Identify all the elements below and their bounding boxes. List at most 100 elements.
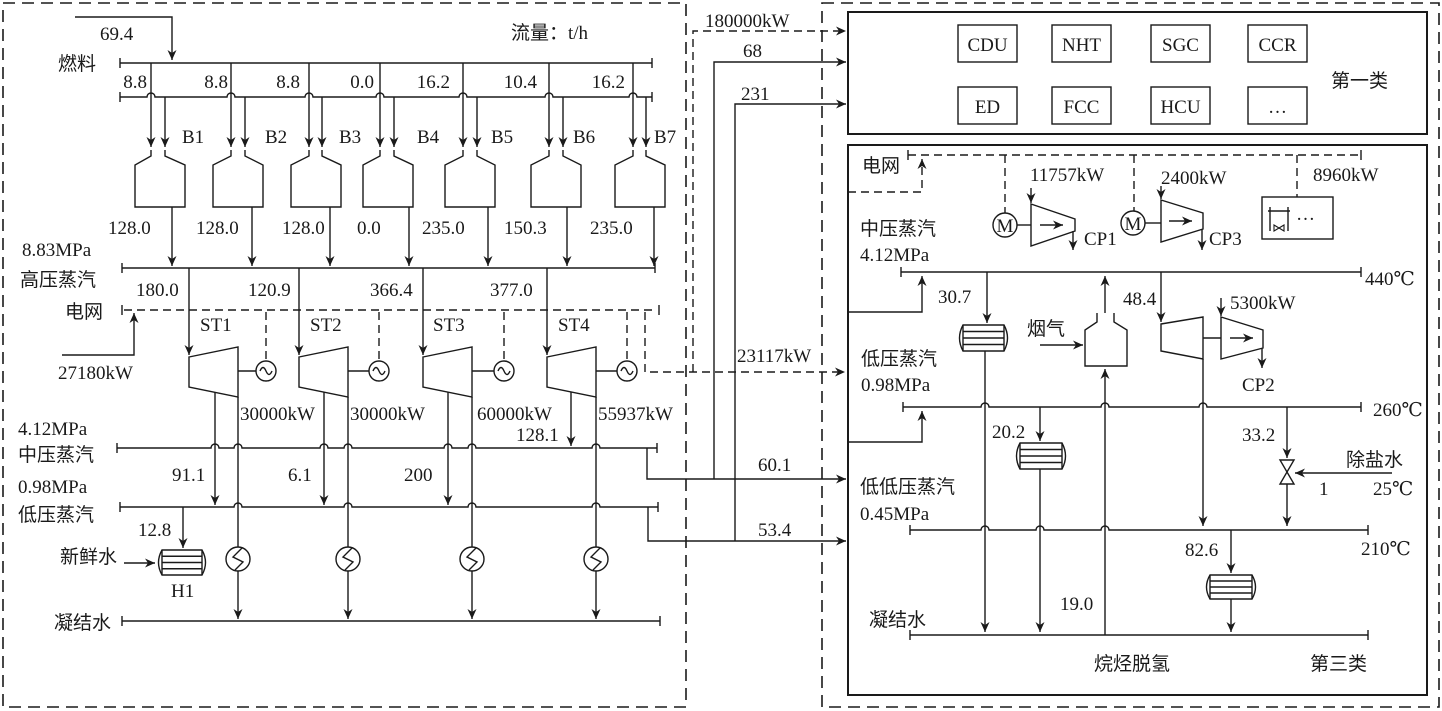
boiler-body — [362, 150, 414, 208]
cp2-turbine-steam-flow: 48.4 — [1123, 289, 1157, 310]
desuperheater-steam-flow: 33.2 — [1242, 425, 1275, 446]
turbine-label: ST1 — [200, 315, 232, 336]
boiler-label: B3 — [339, 127, 361, 148]
power-export-class3-line — [644, 312, 845, 377]
lp-to-class3-value: 53.4 — [758, 520, 792, 541]
lp-steam-pressure-left: 0.98MPa — [18, 477, 88, 498]
boiler-label: B4 — [417, 127, 440, 148]
class3-lp-header-end-ticks — [902, 402, 1362, 412]
condenser-coil-icon — [589, 547, 603, 571]
generator — [368, 360, 390, 382]
process-unit-box — [1150, 86, 1211, 125]
heat-exchanger-H1 — [157, 549, 207, 576]
fuel-branch-flow: 8.8 — [123, 72, 147, 93]
process-unit-box — [957, 86, 1018, 125]
class3-mp-pressure: 4.12MPa — [860, 245, 930, 266]
turbine-inlet-flow: 180.0 — [136, 280, 179, 301]
class3-condensate-label: 凝结水 — [869, 609, 926, 631]
process-unit: SGC — [1150, 24, 1211, 63]
process-unit-label: NHT — [1062, 35, 1101, 56]
turbine-label: ST2 — [310, 315, 342, 336]
condenser-coil-icon — [231, 547, 245, 571]
boiler-B6: 10.4B6 150.3 — [504, 63, 595, 266]
class3-mp-header-end-ticks — [900, 267, 1362, 277]
boiler-label: B2 — [265, 127, 287, 148]
fuel-header-lower — [120, 92, 652, 98]
class3-lp-label: 低压蒸汽 — [861, 348, 937, 370]
boiler-steam-flow: 235.0 — [422, 218, 465, 239]
fuel-label: 燃料 — [58, 53, 96, 75]
process-unit-label: SGC — [1162, 35, 1199, 56]
desuperheater-valve-icon — [1278, 459, 1296, 485]
waste-heat-boiler — [1084, 313, 1128, 367]
condenser-coil-icon — [465, 547, 479, 571]
class3-heater3-flow: 82.6 — [1185, 540, 1218, 561]
condenser-coil-icon — [341, 547, 355, 571]
class3-label: 第三类 — [1310, 653, 1367, 675]
class3-box — [847, 144, 1428, 696]
process-unit-box — [1051, 24, 1112, 63]
fuel-branch-flow: 8.8 — [204, 72, 228, 93]
boiler-steam-flow: 150.3 — [504, 218, 547, 239]
class3-heat-exchanger-3 — [1205, 574, 1257, 600]
process-unit-box — [1247, 24, 1308, 63]
cp2-compressor — [1220, 316, 1264, 360]
class3-llp-temperature: 210℃ — [1361, 539, 1411, 560]
class3-unit-name: 烷烃脱氢 — [1094, 653, 1170, 675]
turbine-inlet-flow: 377.0 — [490, 280, 533, 301]
grid-import-power: 27180kW — [58, 363, 133, 384]
boiler-steam-flow: 0.0 — [357, 218, 381, 239]
generator — [493, 360, 515, 382]
power-export-class1-line — [692, 26, 846, 372]
cp3-label: CP3 — [1209, 229, 1242, 250]
class3-heat-exchanger-1 — [958, 324, 1009, 352]
generator-ac-wave-icon — [497, 366, 511, 376]
generator-ac-wave-icon — [620, 366, 634, 376]
mp-steam-header-left — [117, 443, 657, 449]
fresh-water-label: 新鲜水 — [60, 546, 117, 568]
steam-turbine — [422, 346, 473, 398]
class3-llp-header-end-ticks — [909, 525, 1369, 535]
generator-circle — [616, 360, 638, 382]
boiler-steam-flow: 128.0 — [108, 218, 151, 239]
process-unit: FCC — [1051, 86, 1112, 125]
power-plant-boundary — [2, 2, 687, 708]
demin-water-label: 除盐水 — [1346, 449, 1403, 471]
turbine-power: 60000kW — [477, 404, 552, 425]
generator-ac-wave-icon — [259, 366, 273, 376]
furnace-water-flow: 19.0 — [1060, 594, 1093, 615]
cp2-power: 5300kW — [1230, 293, 1296, 314]
fuel-branch-flow: 16.2 — [592, 72, 625, 93]
boiler-label: B1 — [182, 127, 204, 148]
class3-lp-temperature: 260℃ — [1373, 400, 1423, 421]
equipment-icon — [1268, 207, 1290, 231]
process-unit-label: CDU — [967, 35, 1007, 56]
fuel-branch-flow: 16.2 — [417, 72, 450, 93]
boiler-body — [212, 150, 264, 208]
class3-heater1-flow: 30.7 — [938, 287, 971, 308]
turbine-label: ST3 — [433, 315, 465, 336]
heater-h1-steam-flow: 12.8 — [138, 520, 171, 541]
process-unit-label: FCC — [1064, 97, 1100, 118]
process-unit-label: … — [1268, 97, 1287, 118]
fuel-branch-flow: 0.0 — [350, 72, 374, 93]
class3-section: 电网M11757kWCP1M2400kWCP3…8960kW中压蒸汽4.12MP… — [847, 144, 1428, 696]
boiler-label: B6 — [573, 127, 595, 148]
other-loads-box — [1261, 196, 1334, 240]
turbine-inlet-flow: 366.4 — [370, 280, 413, 301]
boiler-steam-flow: 235.0 — [590, 218, 633, 239]
process-unit-box — [957, 24, 1018, 63]
fuel-branch-flow: 10.4 — [504, 72, 538, 93]
mp-steam-label-left: 中压蒸汽 — [18, 444, 94, 466]
power-to-class3-value: 23117kW — [737, 346, 811, 367]
other-loads-power: 8960kW — [1313, 165, 1379, 186]
class3-heat-exchanger-2 — [1015, 442, 1067, 470]
process-unit-label: HCU — [1160, 97, 1200, 118]
